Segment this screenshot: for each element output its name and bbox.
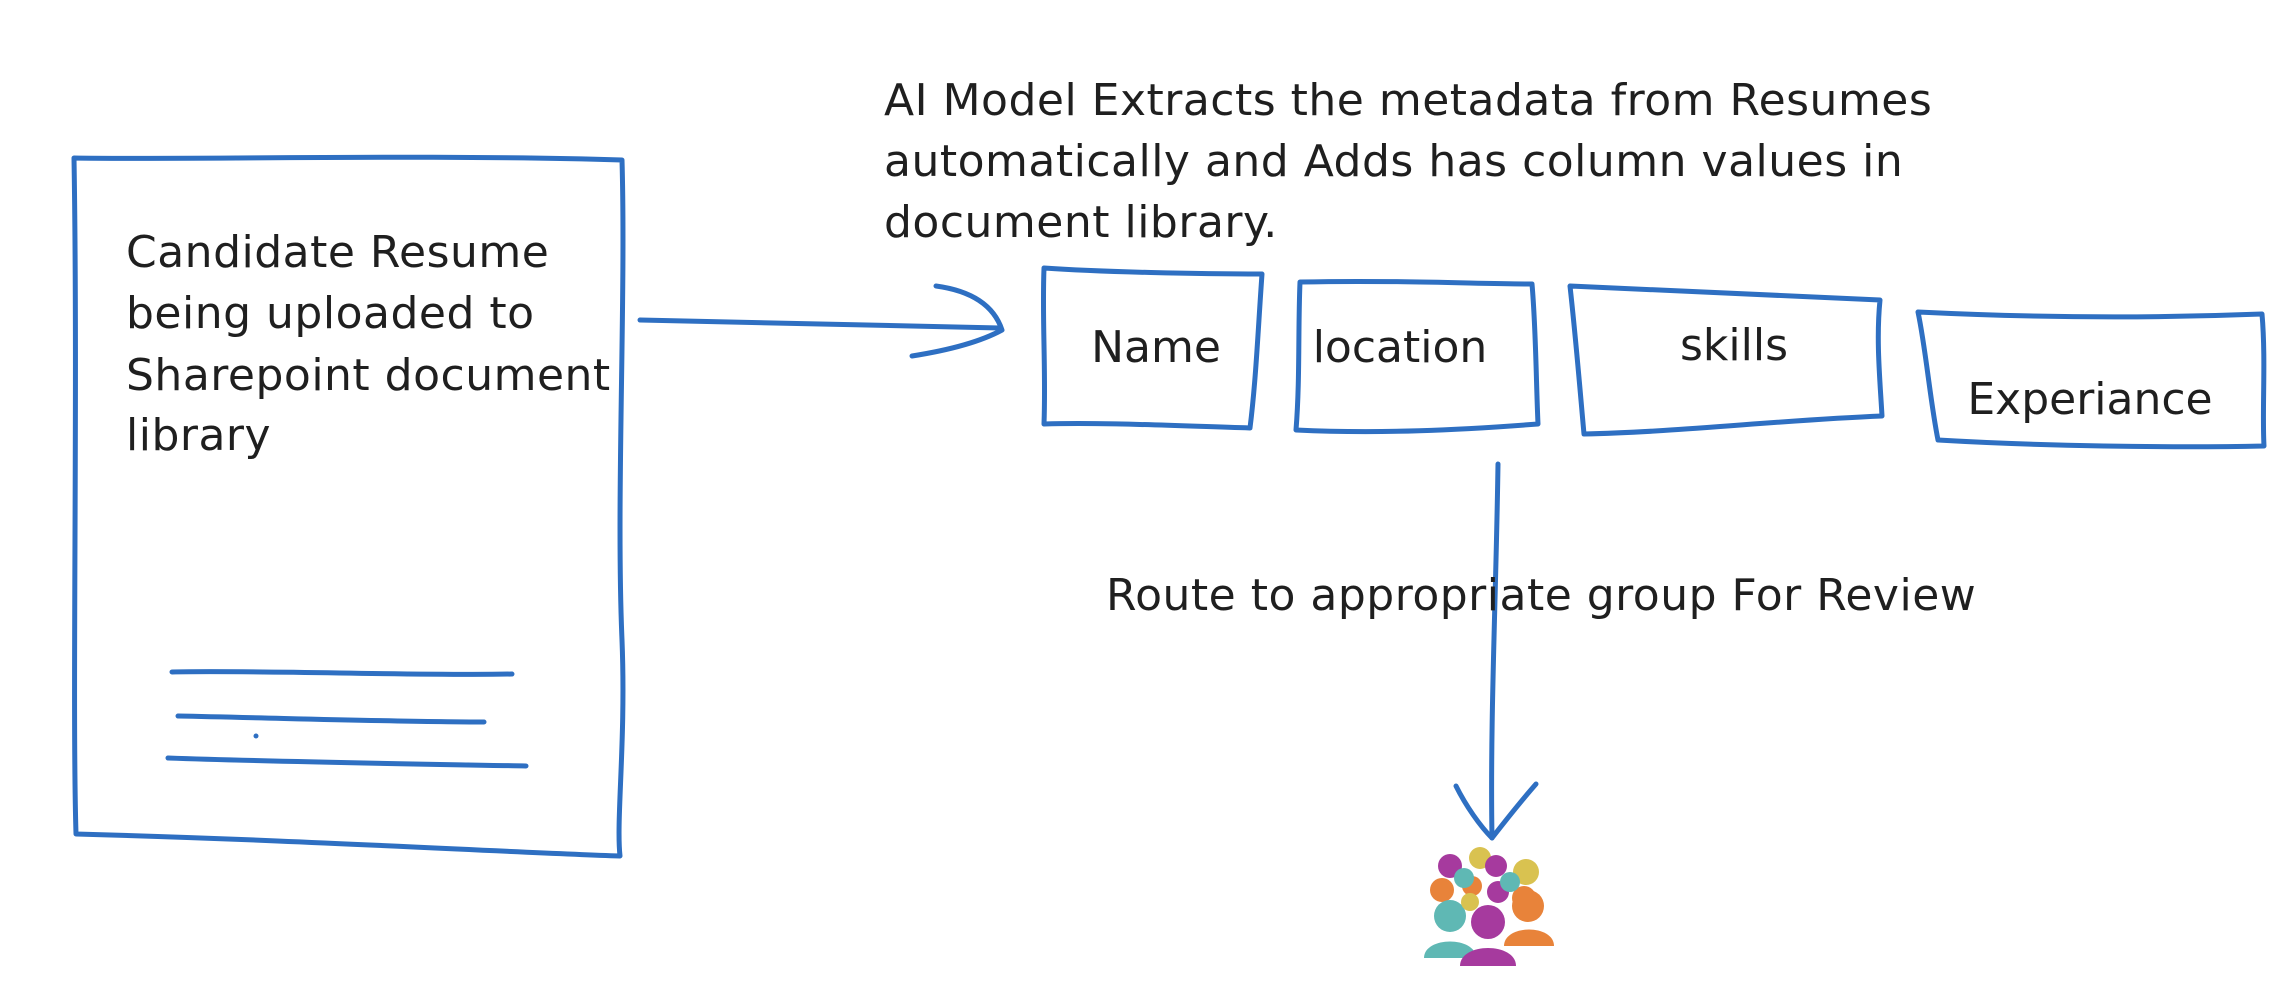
extraction-note: AI Model Extracts the metadata from Resu…	[884, 75, 1947, 248]
column-label: Experiance	[1967, 374, 2212, 425]
column-box-location: location	[1293, 278, 1541, 435]
route-note: Route to appropriate group For Review	[1106, 570, 1976, 621]
route-arrow-head	[1453, 781, 1539, 841]
extraction-line: automatically and Adds has column values…	[884, 136, 1903, 187]
column-label: skills	[1680, 320, 1788, 371]
upload-arrow-shaft	[637, 317, 1003, 331]
person	[1454, 868, 1520, 892]
column-box-outline	[1915, 309, 2267, 450]
document-line: library	[126, 410, 271, 461]
document-line: Candidate Resume	[126, 227, 549, 278]
column-box-outline	[1567, 283, 1885, 437]
person	[1424, 900, 1476, 958]
person	[1460, 905, 1516, 966]
person	[1504, 890, 1554, 946]
column-box-name: Name	[1040, 265, 1265, 431]
column-label: location	[1313, 322, 1488, 373]
people-group-icon	[1424, 847, 1554, 966]
column-label: Name	[1091, 322, 1221, 373]
column-box-outline	[1040, 265, 1265, 431]
route-arrow	[1453, 461, 1539, 841]
person	[1461, 893, 1479, 911]
document-dot	[253, 733, 259, 739]
route-arrow-shaft	[1489, 461, 1501, 841]
column-box-skills: skills	[1567, 283, 1885, 437]
document-line-2	[175, 713, 487, 725]
column-box-experiance: Experiance	[1915, 309, 2267, 450]
document-line-1	[169, 669, 515, 677]
column-box-outline	[1293, 278, 1541, 435]
extraction-line: document library.	[884, 197, 1278, 248]
document-line-3	[165, 755, 529, 769]
document-line: Sharepoint document	[126, 350, 611, 401]
document-outline	[71, 154, 626, 859]
upload-arrow	[637, 283, 1005, 359]
metadata-columns: Name location skills Experiance	[1040, 265, 2267, 450]
upload-arrow-head	[909, 283, 1005, 359]
resume-document: Candidate Resume being uploaded to Share…	[71, 154, 626, 859]
document-text: Candidate Resume being uploaded to Share…	[126, 227, 625, 461]
document-line: being uploaded to	[126, 288, 535, 339]
extraction-line: AI Model Extracts the metadata from Resu…	[884, 75, 1932, 126]
